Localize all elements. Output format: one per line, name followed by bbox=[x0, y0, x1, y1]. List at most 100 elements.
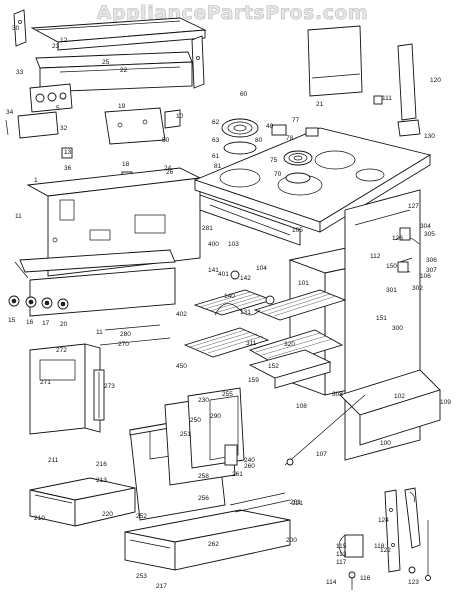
callout-label: 221 bbox=[292, 500, 303, 507]
callout-label: 270 bbox=[118, 341, 129, 348]
callout-label: 34 bbox=[6, 109, 14, 116]
callout-label: 201 bbox=[290, 499, 301, 506]
callout-label: 114 bbox=[326, 579, 337, 586]
storage-drawer-main bbox=[124, 509, 291, 571]
callout-label: 70 bbox=[274, 171, 282, 178]
surface-element-small bbox=[283, 150, 313, 184]
callout-label: 12 bbox=[60, 37, 68, 44]
callout-label: 120 bbox=[430, 77, 441, 84]
rack-support-rod bbox=[284, 394, 366, 466]
callout-label: 305 bbox=[424, 231, 435, 238]
callout-label: 140 bbox=[224, 293, 235, 300]
callout-label: 106 bbox=[420, 273, 431, 280]
callout-label: 61 bbox=[212, 153, 220, 160]
clock-timer-assembly bbox=[5, 83, 73, 139]
terminal-block bbox=[271, 124, 319, 137]
callout-label: 151 bbox=[376, 315, 387, 322]
callout-label: 251 bbox=[180, 431, 191, 438]
callout-label: 262 bbox=[208, 541, 219, 548]
callout-label: 26 bbox=[166, 169, 174, 176]
callout-label: 32 bbox=[60, 125, 68, 132]
callout-label: 260 bbox=[244, 463, 255, 470]
callout-label: 216 bbox=[96, 461, 107, 468]
trim-strip bbox=[99, 324, 171, 346]
callout-label: 304 bbox=[420, 223, 431, 230]
callout-label: 159 bbox=[248, 377, 259, 384]
callout-label: 128 bbox=[392, 235, 403, 242]
callout-label: 400 bbox=[208, 241, 219, 248]
callout-label: 240 bbox=[244, 457, 255, 464]
callout-label: 122 bbox=[380, 547, 391, 554]
callout-label: 253 bbox=[136, 573, 147, 580]
callout-label: 50 bbox=[162, 137, 170, 144]
callout-label: 17 bbox=[42, 320, 50, 327]
callout-label: 11 bbox=[96, 329, 103, 336]
callout-label: 213 bbox=[96, 477, 107, 484]
callout-label: 210 bbox=[34, 515, 45, 522]
callout-label: 320 bbox=[284, 341, 295, 348]
control-knobs bbox=[8, 295, 69, 310]
bake-element bbox=[214, 270, 275, 316]
callout-label: 450 bbox=[176, 363, 187, 370]
callout-label: 256 bbox=[198, 495, 209, 502]
callout-label: 306 bbox=[426, 257, 437, 264]
rear-cover-panel bbox=[307, 25, 363, 97]
callout-label: 272 bbox=[56, 347, 67, 354]
manifold-panel bbox=[14, 249, 176, 317]
callout-label: 20 bbox=[60, 321, 68, 328]
callout-label: 11 bbox=[15, 213, 22, 220]
callout-label: 107 bbox=[316, 451, 327, 458]
callout-label: 1 bbox=[34, 177, 38, 184]
door-hinge-left bbox=[93, 369, 105, 421]
callout-label: 25 bbox=[102, 59, 110, 66]
control-bracket bbox=[104, 107, 181, 145]
callout-label: 220 bbox=[102, 511, 113, 518]
callout-label: 300 bbox=[392, 325, 403, 332]
callout-label: 18 bbox=[122, 161, 130, 168]
callout-label: 280 bbox=[120, 331, 131, 338]
callout-label: 307 bbox=[426, 267, 437, 274]
callout-label: 112 bbox=[370, 253, 381, 260]
callout-label: 13 bbox=[64, 149, 72, 156]
callout-label: 101 bbox=[298, 280, 309, 287]
callout-label: 301 bbox=[386, 287, 397, 294]
callout-label: 271 bbox=[40, 379, 51, 386]
callout-label: 131 bbox=[240, 309, 251, 316]
callout-label: 250 bbox=[190, 417, 201, 424]
callout-label: 311 bbox=[246, 340, 257, 347]
hinge-pin bbox=[425, 520, 431, 581]
oven-rack-lower bbox=[183, 327, 344, 366]
callout-label: 15 bbox=[8, 317, 16, 324]
end-cap-left bbox=[13, 9, 27, 47]
top-trim-part bbox=[30, 17, 207, 51]
side-trim-right bbox=[397, 43, 421, 137]
callout-label: 211 bbox=[48, 457, 59, 464]
callout-label: 200 bbox=[286, 537, 297, 544]
backguard-rail bbox=[35, 51, 193, 93]
callout-label: 127 bbox=[408, 203, 419, 210]
broil-pan bbox=[248, 349, 332, 389]
callout-label: 5 bbox=[56, 105, 60, 112]
callout-label: 23 bbox=[52, 43, 60, 50]
callout-label: 290 bbox=[210, 413, 221, 420]
upper-door-left bbox=[29, 343, 101, 435]
callout-label: 118 bbox=[374, 543, 385, 550]
callout-label: 19 bbox=[118, 103, 126, 110]
callout-label: 62 bbox=[212, 119, 220, 126]
callout-label: 103 bbox=[228, 241, 239, 248]
callout-label: 252 bbox=[136, 513, 147, 520]
surface-element-large bbox=[221, 118, 259, 155]
clip-part bbox=[373, 95, 383, 105]
callout-label: 261 bbox=[232, 471, 243, 478]
callout-label: 40 bbox=[266, 123, 274, 130]
callout-label: 281 bbox=[202, 225, 213, 232]
callout-label: 104 bbox=[256, 265, 267, 272]
callout-label: 21 bbox=[316, 101, 324, 108]
callout-label: 63 bbox=[212, 137, 220, 144]
callout-label: 22 bbox=[120, 67, 128, 74]
callout-label: 142 bbox=[240, 275, 251, 282]
callout-label: 230 bbox=[198, 397, 209, 404]
callout-label: 105 bbox=[292, 227, 303, 234]
callout-label: 78 bbox=[286, 135, 294, 142]
